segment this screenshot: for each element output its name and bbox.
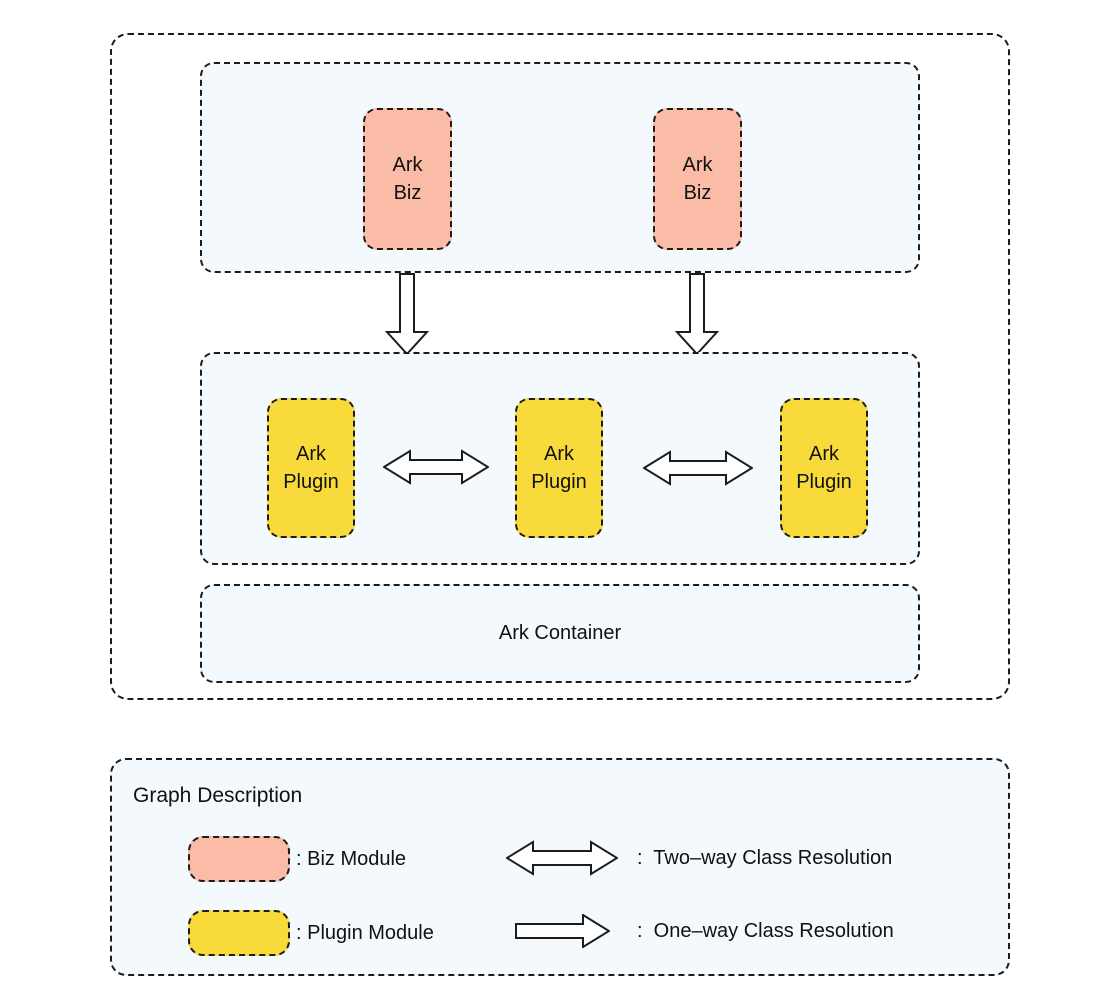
ark-plugin-label-line1: Ark (296, 443, 326, 465)
ark-plugin-node-2: Ark Plugin (515, 398, 603, 538)
legend-one-way-arrow-icon (515, 914, 610, 948)
one-way-resolution-label: : One–way Class Resolution (637, 920, 894, 942)
legend-two-way-arrow-icon (506, 840, 618, 876)
ark-biz-node-2: Ark Biz (653, 108, 742, 250)
biz-layer: Ark Biz Ark Biz (200, 62, 920, 273)
ark-plugin-label-line1: Ark (809, 443, 839, 465)
biz-module-label: : Biz Module (296, 848, 407, 870)
ark-plugin-node-3: Ark Plugin (780, 398, 868, 538)
ark-plugin-label-line2: Plugin (283, 471, 339, 493)
ark-plugin-label-line2: Plugin (531, 471, 587, 493)
biz-module-swatch (188, 836, 290, 882)
ark-biz-label-line1: Ark (392, 154, 423, 176)
ark-plugin-node-1: Ark Plugin (267, 398, 355, 538)
ark-plugin-label-line1: Ark (544, 443, 574, 465)
ark-biz-label-line2: Biz (393, 182, 422, 204)
ark-biz-label-line1: Ark (682, 154, 713, 176)
ark-biz-node-1: Ark Biz (363, 108, 452, 250)
two-way-arrow-icon (643, 450, 753, 486)
plugin-layer: Ark Plugin Ark Plugin Ark Plugin (200, 352, 920, 565)
plugin-module-label: : Plugin Module (296, 922, 434, 944)
two-way-resolution-label: : Two–way Class Resolution (637, 847, 893, 869)
down-arrow-icon (675, 273, 719, 355)
legend-title: Graph Description (133, 784, 303, 807)
ark-biz-label-line2: Biz (683, 182, 712, 204)
two-way-arrow-icon (383, 449, 489, 485)
ark-plugin-label-line2: Plugin (796, 471, 852, 493)
down-arrow-icon (385, 273, 429, 355)
legend-panel: Graph Description : Biz Module : Two–way… (110, 758, 1010, 976)
ark-container: Ark Container (200, 584, 920, 683)
ark-container-label: Ark Container (498, 622, 622, 644)
diagram-outer-container: Ark Biz Ark Biz Ark Plugin Ark Plugin (110, 33, 1010, 700)
plugin-module-swatch (188, 910, 290, 956)
